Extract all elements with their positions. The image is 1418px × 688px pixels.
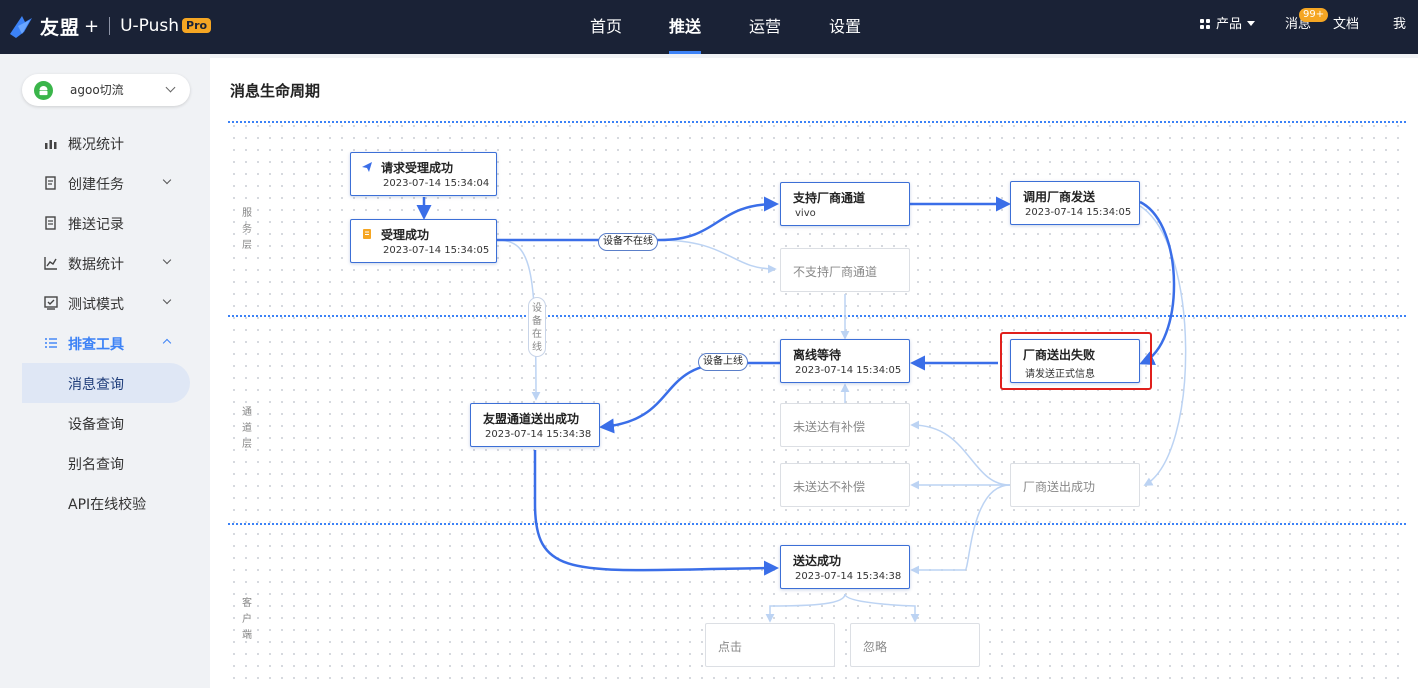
paper-plane-icon: [362, 162, 372, 172]
node-vendor-sent[interactable]: 厂商送出成功: [1010, 463, 1140, 507]
node-clicked[interactable]: 点击: [705, 623, 835, 667]
app-selector[interactable]: agoo切流: [22, 74, 190, 106]
brand-plus: +: [84, 15, 100, 37]
sidebar-item-create-task[interactable]: 创建任务: [22, 164, 190, 202]
node-vendor-supported[interactable]: 支持厂商通道 vivo: [780, 182, 910, 226]
node-vendor-unsupported[interactable]: 不支持厂商通道: [780, 248, 910, 292]
layer-divider: [228, 523, 1406, 525]
main-content: 消息生命周期 服务层 通道层 客户端: [210, 54, 1418, 688]
failure-highlight: [1000, 332, 1152, 390]
sidebar-item-api-check[interactable]: API在线校验: [68, 497, 147, 513]
nav-push[interactable]: 推送: [669, 0, 702, 54]
edge-label-device-online: 设备在线: [528, 297, 546, 357]
node-umeng-sent[interactable]: 友盟通道送出成功 2023-07-14 15:34:38: [470, 403, 600, 447]
sidebar-item-alias-query[interactable]: 别名查询: [68, 457, 124, 473]
flow-edges: [416, 196, 1187, 623]
node-undelivered-nocomp[interactable]: 未送达不补偿: [780, 463, 910, 507]
chevron-down-icon: [162, 175, 172, 185]
page-title: 消息生命周期: [230, 82, 321, 100]
messages-badge: 99+: [1299, 8, 1329, 22]
chevron-down-icon: [165, 82, 176, 93]
list-icon: [45, 338, 57, 348]
android-icon: [34, 81, 53, 100]
brand-divider: [109, 17, 111, 35]
nav-home[interactable]: 首页: [590, 17, 623, 36]
edge-label-device-offline: 设备不在线: [598, 233, 658, 251]
products-menu[interactable]: 产品: [1200, 0, 1256, 54]
grid-icon: [1200, 19, 1210, 29]
umeng-logo[interactable]: 友盟 + U-Push Pro: [8, 10, 212, 42]
layer-label-client: 客户端: [242, 598, 252, 641]
document-icon: [363, 229, 371, 239]
mine-link[interactable]: 我的: [1393, 17, 1407, 82]
sidebar-item-push-records[interactable]: 推送记录: [22, 204, 190, 242]
bar-chart-icon: [45, 140, 57, 149]
sidebar-item-message-query[interactable]: 消息查询: [22, 363, 190, 403]
sidebar-item-device-query[interactable]: 设备查询: [68, 417, 124, 433]
node-vendor-failed[interactable]: 厂商送出失败 请发送正式信息: [1010, 339, 1140, 383]
product-name: U-Push: [120, 16, 180, 36]
chevron-down-icon: [162, 295, 172, 305]
nav-operations[interactable]: 运营: [749, 17, 782, 36]
caret-down-icon: [1247, 21, 1256, 26]
node-undelivered-comp[interactable]: 未送达有补偿: [780, 403, 910, 447]
bird-logo-icon: [10, 16, 32, 38]
line-chart-icon: [44, 257, 57, 270]
app-name: agoo切流: [70, 83, 124, 97]
sidebar-item-troubleshoot[interactable]: 排查工具: [22, 324, 190, 362]
top-bar: 友盟 + U-Push Pro 首页 推送 运营 设置 产品 消息 99+ 文档…: [0, 0, 1418, 82]
layer-divider: [228, 121, 1406, 123]
node-offline-wait[interactable]: 离线等待 2023-07-14 15:34:05: [780, 339, 910, 383]
sidebar-item-test-mode[interactable]: 测试模式: [22, 284, 190, 322]
node-request-accepted[interactable]: 请求受理成功 2023-07-14 15:34:04: [350, 152, 497, 196]
layer-label-service: 服务层: [242, 208, 252, 251]
sidebar: agoo切流 概况统计 创建任务 推送记录 数据统计 测试模式 排查工具 消息查…: [0, 54, 210, 688]
node-vendor-call[interactable]: 调用厂商发送 2023-07-14 15:34:05: [1010, 181, 1140, 225]
brand-name: 友盟: [40, 16, 81, 39]
sidebar-item-overview[interactable]: 概况统计: [22, 124, 190, 162]
nav-settings[interactable]: 设置: [829, 17, 862, 36]
chevron-up-icon: [162, 338, 172, 348]
pro-badge: Pro: [182, 17, 212, 33]
layer-label-channel: 通道层: [242, 407, 252, 450]
create-task-icon: [45, 176, 56, 190]
products-label: 产品: [1216, 17, 1243, 32]
docs-link[interactable]: 文档: [1333, 17, 1360, 32]
node-accepted[interactable]: 受理成功 2023-07-14 15:34:05: [350, 219, 497, 263]
record-icon: [45, 216, 56, 230]
sidebar-item-data-stats[interactable]: 数据统计: [22, 244, 190, 282]
node-ignored[interactable]: 忽略: [850, 623, 980, 667]
test-icon: [44, 296, 58, 310]
edge-label-device-up: 设备上线: [698, 353, 748, 371]
node-delivered[interactable]: 送达成功 2023-07-14 15:34:38: [780, 545, 910, 589]
chevron-down-icon: [162, 255, 172, 265]
layer-divider: [228, 315, 1406, 317]
